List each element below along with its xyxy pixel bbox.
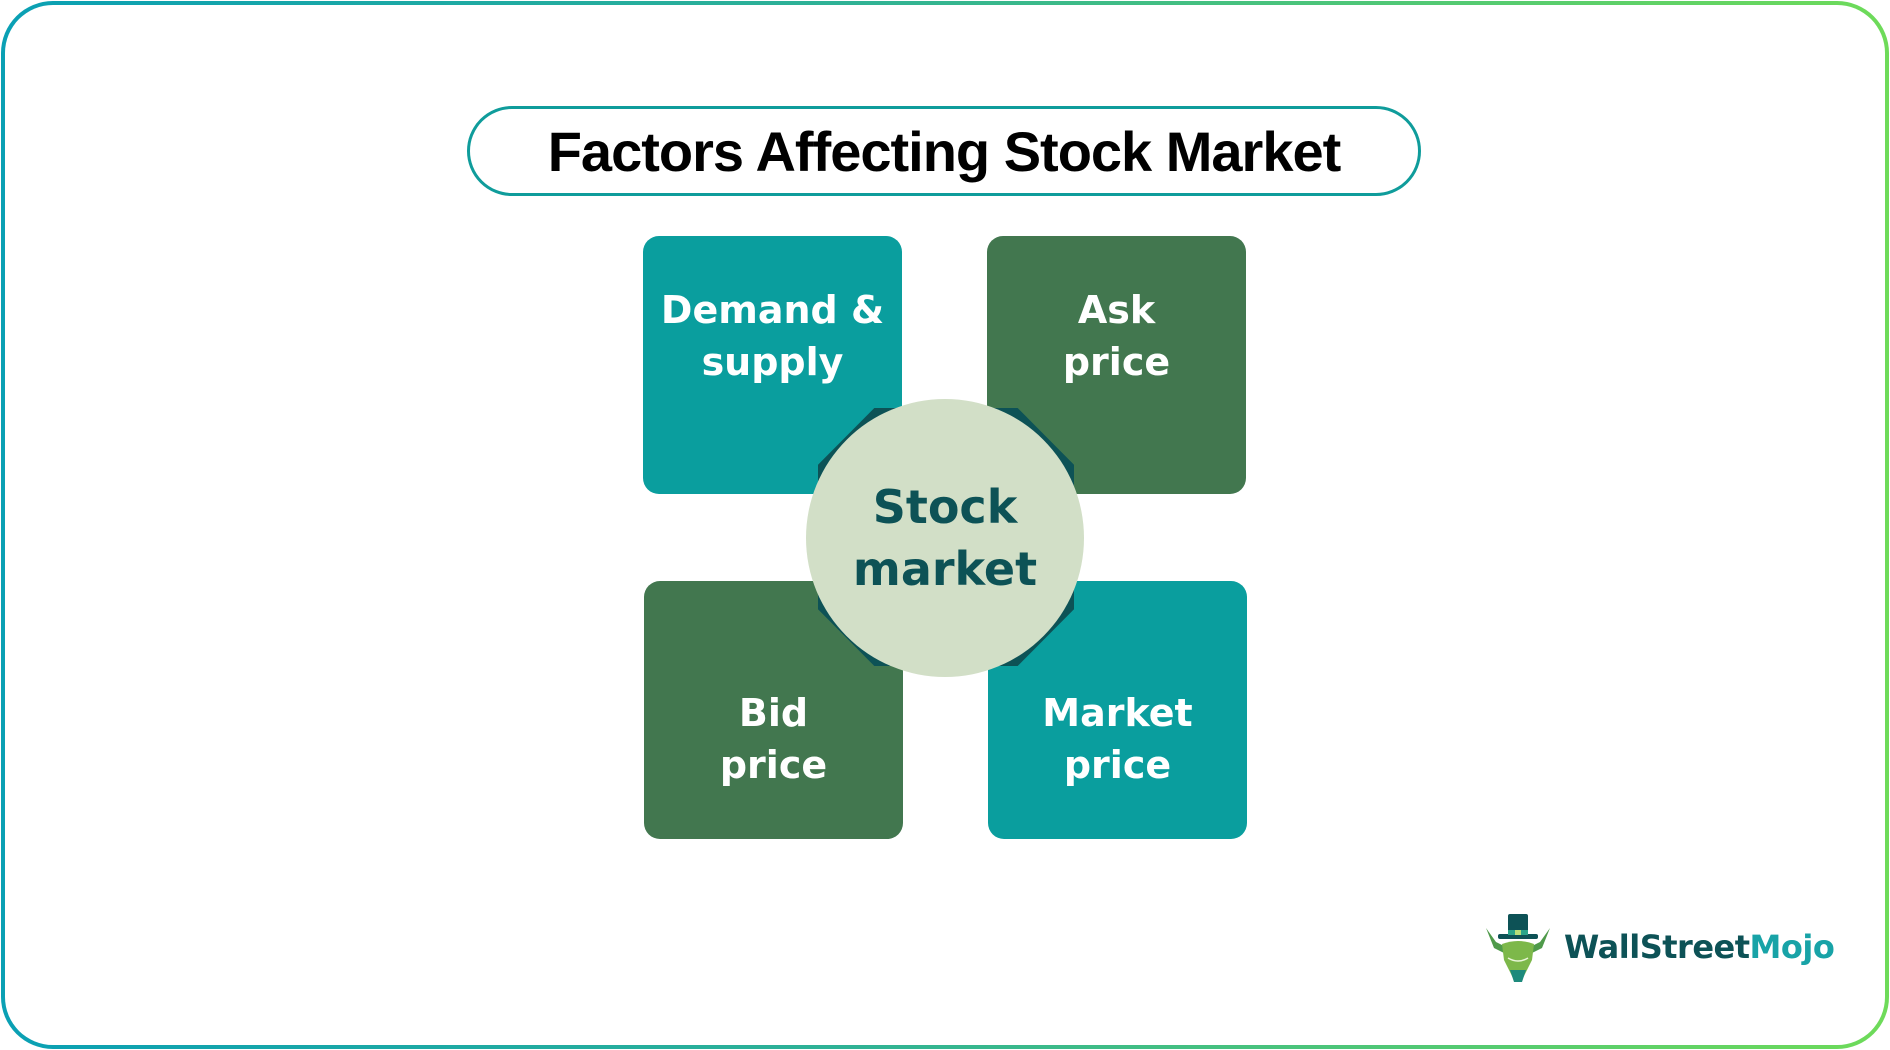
factor-label-line1: Bid — [738, 691, 809, 735]
title-pill: Factors Affecting Stock Market — [467, 106, 1421, 196]
bull-with-top-hat-icon — [1486, 914, 1550, 982]
factor-label-line1: Ask — [1077, 288, 1156, 332]
factor-label-line2: price — [1062, 340, 1171, 384]
hub-label-line2: market — [852, 542, 1038, 596]
brand-name: WallStreetMojo — [1564, 928, 1835, 966]
factor-label-line1: Demand & — [660, 288, 885, 332]
hub-label-line1: Stock — [872, 480, 1018, 534]
factor-label-line2: supply — [701, 340, 844, 384]
brand-logo: WallStreetMojo — [1480, 908, 1835, 986]
hub-stock-market: Stock market — [806, 399, 1084, 677]
factor-label-line1: Market — [1042, 691, 1193, 735]
factor-label-line2: price — [1063, 743, 1172, 787]
diagram-title: Factors Affecting Stock Market — [547, 119, 1342, 183]
factor-label-line2: price — [719, 743, 828, 787]
